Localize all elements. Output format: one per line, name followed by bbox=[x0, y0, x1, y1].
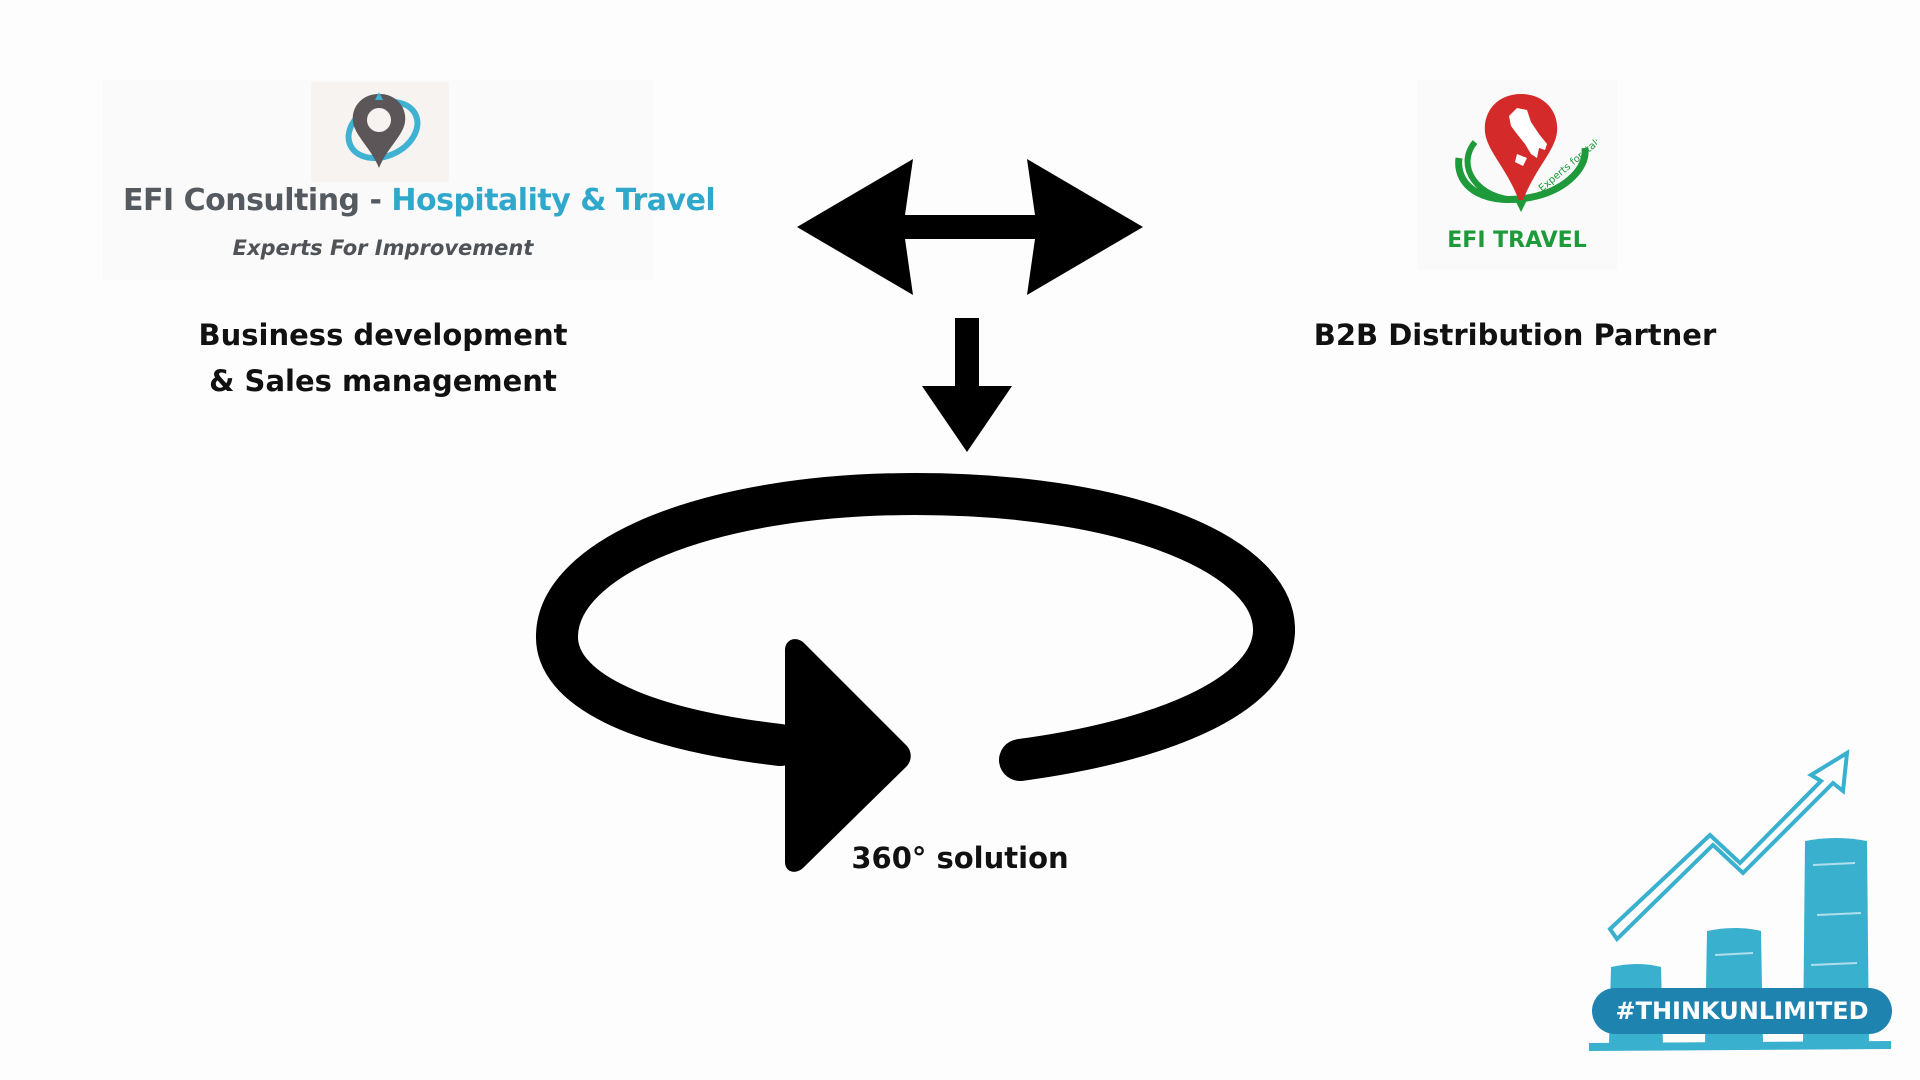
efi-consulting-logo: EFI Consulting - Hospitality & Travel Ex… bbox=[103, 80, 716, 280]
down-arrow-icon bbox=[922, 318, 1012, 452]
italy-pin-icon: Experts for Italy bbox=[1455, 94, 1597, 212]
efi-travel-wordmark: EFI TRAVEL bbox=[1447, 228, 1587, 253]
right-caption-line1: B2B Distribution Partner bbox=[1313, 318, 1717, 352]
efi-consulting-wordmark: EFI Consulting - Hospitality & Travel bbox=[123, 183, 716, 218]
think-unlimited-badge: #THINKUNLIMITED bbox=[1592, 988, 1892, 1034]
brand-sector: Hospitality & Travel bbox=[391, 183, 716, 218]
double-headed-arrow-icon bbox=[797, 159, 1143, 295]
brand-name: EFI Consulting - bbox=[123, 183, 392, 218]
right-caption: B2B Distribution Partner bbox=[1290, 312, 1740, 358]
center-caption: 360° solution bbox=[851, 841, 1069, 875]
left-caption-line2: & Sales management bbox=[209, 364, 557, 398]
circular-arrow-icon bbox=[536, 472, 1295, 872]
left-caption: Business development & Sales management bbox=[168, 312, 598, 404]
efi-travel-logo: Experts for Italy EFI TRAVEL bbox=[1417, 80, 1617, 270]
brand-tagline: Experts For Improvement bbox=[232, 236, 534, 260]
location-pin-icon bbox=[345, 92, 421, 168]
left-caption-line1: Business development bbox=[198, 318, 568, 352]
